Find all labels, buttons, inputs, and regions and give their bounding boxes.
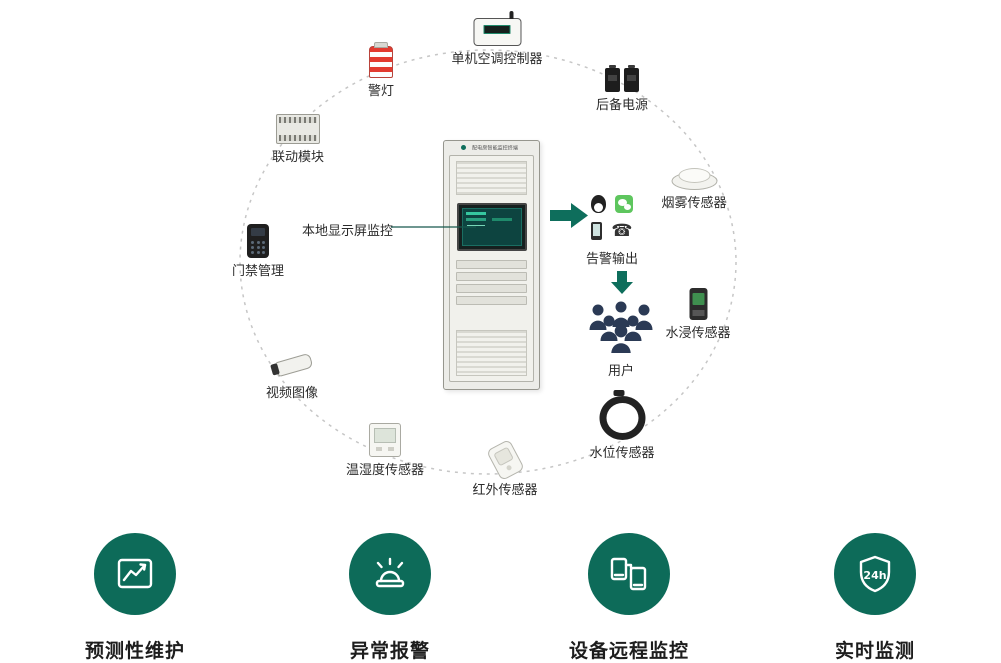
device-label: 烟雾传感器 [661,196,727,211]
abnormal-alarm-icon [349,533,431,615]
device-label: 水位传感器 [589,446,655,461]
device-label: 水浸传感器 [665,326,731,341]
cabinet-screen-display [461,208,522,246]
users-group: 用户 [585,301,657,379]
device-backup-power: 后备电源 [595,65,649,113]
device-label: 单机空调控制器 [451,52,543,67]
feature-realtime-monitoring: 24h 实时监测 [834,533,916,663]
access-control-icon [246,224,269,258]
predictive-maintenance-icon [93,533,176,615]
cabinet-vent-top [456,161,527,195]
device-water-level-sensor: 水位传感器 [589,390,655,461]
alarm-output-label: 告警输出 [585,252,638,267]
qq-icon [591,195,606,213]
device-label: 红外传感器 [472,483,538,498]
smartphone-icon [591,222,603,240]
feature-label: 设备远程监控 [568,640,690,662]
device-smoke-sensor: 烟雾传感器 [661,166,727,211]
device-water-immersion-sensor: 水浸传感器 [665,288,731,341]
cabinet-vent-bottom [456,330,527,376]
monitoring-cabinet: 配电房智能监控终端 [443,140,540,390]
device-alarm-light: 警灯 [367,42,395,99]
device-label: 警灯 [367,84,395,99]
cabinet-rack-units [456,260,527,305]
water-immersion-sensor-icon [688,288,707,320]
backup-power-icon [604,65,639,92]
device-label: 门禁管理 [231,264,285,279]
users-arrow-icon [611,271,633,294]
users-icon [589,301,653,355]
users-label: 用户 [607,364,634,379]
alarm-channel-row-phone: ☎ [577,222,647,240]
cabinet-logo-icon [460,145,466,150]
device-label: 视频图像 [265,386,319,401]
device-label: 后备电源 [595,98,649,113]
device-ac-controller: 单机空调控制器 [451,11,543,67]
alarm-output-group: ☎ 告警输出 [577,195,647,267]
temp-humidity-sensor-icon [368,423,401,457]
device-linkage-module: 联动模块 [272,114,324,165]
smoke-sensor-icon [670,166,717,190]
alarm-light-icon [368,42,393,78]
device-access-control: 门禁管理 [232,224,284,279]
feature-label: 异常报警 [349,640,430,662]
device-video-image: 视频图像 [266,350,318,401]
wechat-icon [615,195,633,213]
device-infrared-sensor: 红外传感器 [472,438,538,498]
cabinet-title: 配电房智能监控终端 [472,145,518,152]
cabinet-screen [456,203,527,251]
video-camera-icon [266,344,318,386]
device-temp-humidity-sensor: 温湿度传感器 [346,423,424,478]
feature-label: 预测性维护 [84,640,186,662]
infrared-sensor-icon [485,438,525,482]
ac-controller-icon [472,11,521,46]
local-display-label: 本地显示屏监控 [302,224,394,239]
realtime-monitoring-icon: 24h [834,533,916,615]
water-level-sensor-icon [598,390,645,440]
shield-24h-text: 24h [863,569,886,582]
remote-monitoring-icon [587,533,670,615]
feature-predictive-maintenance: 预测性维护 [85,533,185,663]
feature-label: 实时监测 [834,640,915,662]
linkage-module-icon [275,114,320,144]
cabinet-door [449,155,534,382]
feature-remote-monitoring: 设备远程监控 [569,533,689,663]
device-label: 联动模块 [271,150,325,165]
feature-abnormal-alarm: 异常报警 [349,533,431,663]
cabinet-header: 配电房智能监控终端 [444,141,539,154]
telephone-icon: ☎ [611,221,633,241]
device-label: 温湿度传感器 [345,463,425,478]
alarm-channel-row-messaging [577,195,647,213]
